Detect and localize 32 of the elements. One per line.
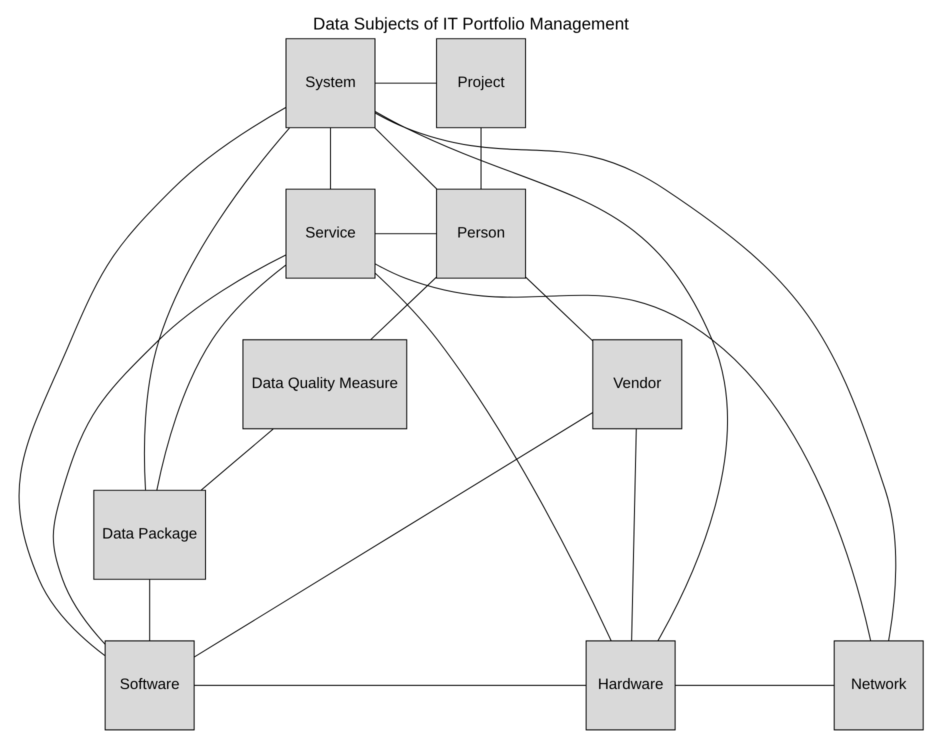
node-box: Hardware xyxy=(586,640,676,730)
node-box: Project xyxy=(436,38,526,128)
connector xyxy=(144,127,290,490)
node-box: Network xyxy=(834,640,924,730)
connector xyxy=(480,127,482,190)
node-box: Data Quality Measure xyxy=(242,339,408,430)
node-box: Person xyxy=(436,188,526,279)
connector xyxy=(149,579,150,642)
connector xyxy=(194,412,594,658)
connector xyxy=(330,127,331,190)
connector xyxy=(374,263,872,642)
connector xyxy=(194,684,586,686)
node-box: Software xyxy=(104,640,195,730)
diagram-title: Data Subjects of IT Portfolio Management xyxy=(313,14,629,34)
connector xyxy=(374,112,896,642)
connector xyxy=(374,233,437,234)
connector xyxy=(374,110,728,642)
connector xyxy=(52,254,286,645)
connector xyxy=(631,428,637,642)
node-box: System xyxy=(286,38,376,128)
connector xyxy=(525,276,594,342)
node-box: Data Package xyxy=(93,490,206,580)
node-box: Vendor xyxy=(592,339,682,430)
connector xyxy=(200,428,274,491)
connector xyxy=(374,272,612,642)
connector xyxy=(156,264,286,491)
connector xyxy=(674,684,835,686)
connector xyxy=(18,106,286,656)
connector xyxy=(374,127,438,190)
connector xyxy=(374,82,437,84)
node-box: Service xyxy=(286,188,376,279)
connector xyxy=(370,276,437,340)
